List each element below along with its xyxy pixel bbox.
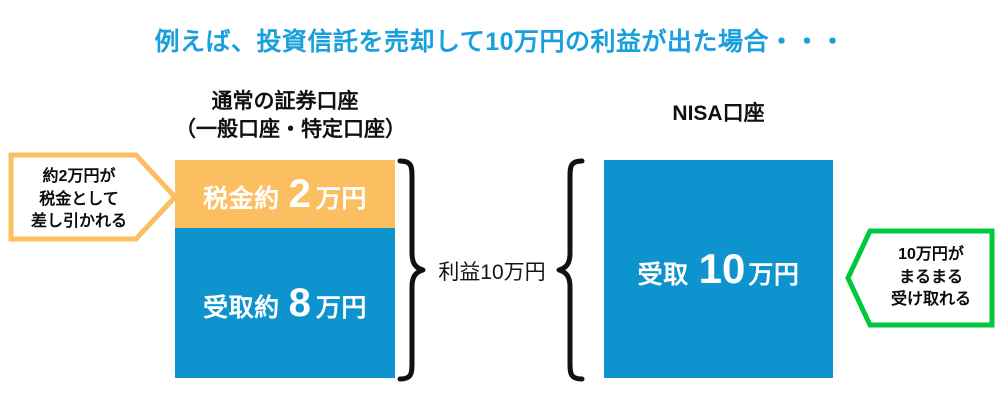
regular-account-heading-line1: 通常の証券口座 <box>211 90 359 113</box>
nisa-receipt-amount: 受取 10 万円 <box>638 245 800 293</box>
nisa-receipt-number: 10 <box>698 245 746 292</box>
page-title: 例えば、投資信託を売却して10万円の利益が出た場合・・・ <box>154 28 846 56</box>
callout-right-arrow-icon <box>845 228 995 328</box>
nisa-receipt-unit: 万円 <box>748 261 800 289</box>
nisa-benefit-callout-line2: まるまる <box>898 268 963 286</box>
net-receipt-number: 8 <box>288 280 311 325</box>
tax-segment-label: 税金約 <box>203 184 280 213</box>
tax-segment-unit: 万円 <box>315 184 367 213</box>
net-receipt-unit: 万円 <box>315 293 367 322</box>
nisa-receipt-label: 受取 <box>637 261 689 289</box>
regular-account-heading: 通常の証券口座 （一般口座・特定口座） <box>175 88 406 145</box>
net-receipt-segment: 受取約 8 万円 <box>175 228 395 378</box>
net-receipt-label: 受取約 <box>203 293 280 322</box>
tax-deduction-callout-line1: 約2万円が <box>42 168 116 185</box>
nisa-account-heading: NISA口座 <box>672 102 765 125</box>
regular-account-heading-line2: （一般口座・特定口座） <box>175 118 406 142</box>
nisa-account-bar: 受取 10 万円 <box>604 160 833 378</box>
tax-segment: 税金約 2 万円 <box>175 160 395 228</box>
callout-left-arrow-icon <box>8 152 178 242</box>
tax-deduction-callout-line3: 差し引かれる <box>30 213 127 231</box>
net-receipt-amount: 受取約 8 万円 <box>203 281 367 326</box>
regular-account-bar: 税金約 2 万円 受取約 8 万円 <box>175 160 395 378</box>
nisa-benefit-callout: 10万円が まるまる 受け取れる <box>845 228 995 328</box>
right-brace-icon <box>556 158 586 387</box>
tax-segment-number: 2 <box>288 171 311 216</box>
profit-label: 利益10万円 <box>438 261 546 284</box>
left-brace-icon <box>396 158 426 387</box>
nisa-benefit-callout-line1: 10万円が <box>898 246 964 263</box>
tax-deduction-callout-line2: 税金として <box>39 190 119 208</box>
nisa-benefit-callout-text: 10万円が まるまる 受け取れる <box>873 244 989 312</box>
tax-deduction-callout: 約2万円が 税金として 差し引かれる <box>8 152 178 242</box>
tax-deduction-callout-text: 約2万円が 税金として 差し引かれる <box>16 166 142 234</box>
nisa-benefit-callout-line3: 受け取れる <box>890 291 971 309</box>
tax-segment-amount: 税金約 2 万円 <box>203 172 367 217</box>
